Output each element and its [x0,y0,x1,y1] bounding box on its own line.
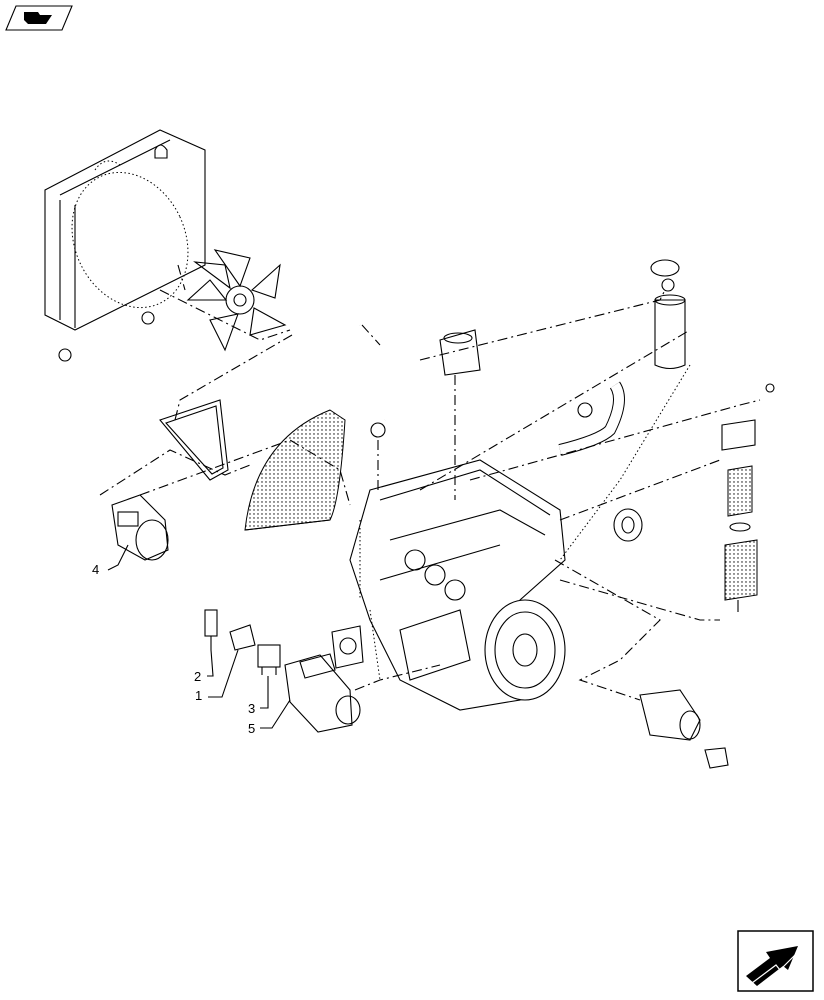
flywheel [484,599,566,701]
relay-bracket [229,624,256,651]
relay [257,644,281,675]
gasket [331,625,364,669]
radiator [44,129,206,362]
air-intake [639,689,729,769]
fuel-pump [439,329,481,376]
oil-filter [613,508,643,542]
book-nav-icon[interactable] [5,5,73,31]
fan-belt [159,399,229,481]
callout-1: 1 [195,688,202,703]
fuse [204,609,218,650]
callout-leaders [107,544,291,729]
callout-3: 3 [248,701,255,716]
callout-5: 5 [248,721,255,736]
lower-radiator-hose [558,381,625,456]
next-page-arrow-icon[interactable] [737,930,814,992]
alternator [111,494,169,561]
upper-radiator-hose [358,321,408,438]
callout-2: 2 [194,669,201,684]
fan-guard [244,409,346,531]
callout-4: 4 [92,562,99,577]
coolant-reservoir [650,259,686,370]
cooling-fan [186,249,287,352]
assembly-lines [99,264,761,701]
starter-motor [284,653,361,733]
fuel-filter-assembly [721,383,775,612]
